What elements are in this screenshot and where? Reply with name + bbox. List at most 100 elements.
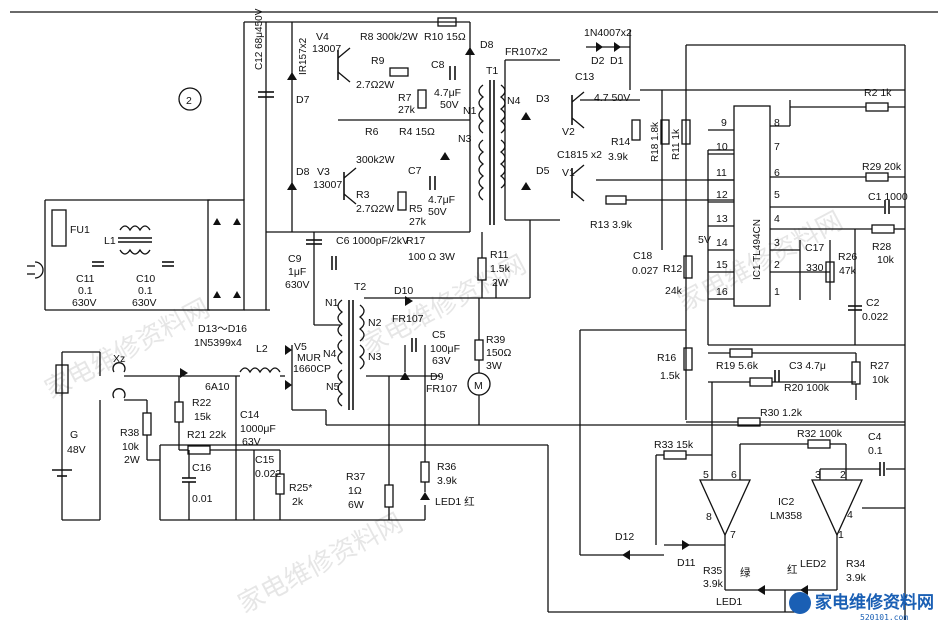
- c13-label: C13: [575, 71, 594, 83]
- svg-text:15k: 15k: [194, 411, 212, 423]
- led1-red-label: LED1 红: [435, 495, 475, 508]
- r35-label: R35: [703, 565, 722, 577]
- v3-label: V3: [317, 166, 330, 178]
- svg-text:FR107: FR107: [426, 383, 458, 395]
- svg-text:2: 2: [840, 469, 846, 481]
- svg-text:V1: V1: [562, 167, 575, 179]
- svg-text:1Ω: 1Ω: [348, 485, 362, 497]
- c2-label: C2: [866, 297, 880, 309]
- led1-green-label: LED1: [716, 596, 742, 608]
- svg-text:0.1: 0.1: [78, 285, 93, 297]
- r12-label: R12: [663, 263, 682, 275]
- svg-text:V2: V2: [562, 126, 575, 138]
- c5-label: C5: [432, 329, 446, 341]
- c15-label: C15: [255, 454, 274, 466]
- svg-text:1: 1: [838, 529, 844, 541]
- v4-label: V4: [316, 31, 329, 43]
- svg-text:1000μF: 1000μF: [240, 423, 276, 435]
- fr107x2-label: FR107x2: [505, 46, 548, 58]
- r20-label: R20 100k: [784, 382, 830, 394]
- ic1-pin-label: 15: [716, 259, 728, 271]
- r22-label: R22: [192, 397, 211, 409]
- r13-label: R13 3.9k: [590, 219, 633, 231]
- svg-text:0.027: 0.027: [632, 265, 658, 277]
- bridge-rectifier: [207, 199, 245, 311]
- r27-label: R27: [870, 360, 889, 372]
- c16-label: C16: [192, 462, 211, 474]
- svg-text:3.9k: 3.9k: [846, 572, 867, 584]
- svg-text:2k: 2k: [292, 496, 304, 508]
- wiring: [62, 22, 906, 620]
- r4-label: R4 15Ω: [399, 126, 435, 138]
- svg-text:3.9k: 3.9k: [703, 578, 724, 590]
- opamp-a: [698, 479, 752, 537]
- svg-text:5: 5: [703, 469, 709, 481]
- r28-label: R28: [872, 241, 891, 253]
- svg-text:N4: N4: [507, 95, 521, 107]
- r16-label: R16: [657, 352, 676, 364]
- svg-text:630V: 630V: [285, 279, 310, 291]
- svg-text:M: M: [474, 380, 483, 392]
- svg-text:10k: 10k: [122, 441, 140, 453]
- fu1-label: FU1: [70, 224, 90, 236]
- svg-text:150Ω: 150Ω: [486, 347, 512, 359]
- xz-connector-label: Xz: [113, 353, 125, 365]
- r10-label: R10 15Ω: [424, 31, 466, 43]
- svg-text:D8: D8: [480, 39, 494, 51]
- ic1-pin-label: 1: [774, 286, 780, 298]
- r17-label: R17: [406, 235, 425, 247]
- 1n4007-label: 1N4007x2: [584, 27, 632, 39]
- svg-text:8: 8: [706, 511, 712, 523]
- r32-label: R32 100k: [797, 428, 843, 440]
- driver-transistors: V2 V1 C1815 x2 1N4007x2 D2 D1 C13 4.7 50…: [557, 27, 691, 231]
- svg-text:13007: 13007: [312, 43, 341, 55]
- t1-transformer: T1 N1 N3 N4 FR107x2 D3 D5: [458, 46, 550, 225]
- ic1-pin-label: 5: [774, 189, 780, 201]
- svg-text:红: 红: [787, 563, 798, 576]
- svg-text:0.022: 0.022: [862, 311, 888, 323]
- svg-text:330: 330: [806, 262, 824, 274]
- svg-text:300k2W: 300k2W: [356, 154, 395, 166]
- svg-text:1660CP: 1660CP: [293, 363, 331, 375]
- ic2-lm358: 5 6 8 7 3 2 4 1 IC2 LM358 R33 15k D12 D1…: [615, 439, 867, 608]
- r39-label: R39: [486, 334, 505, 346]
- svg-text:FR107: FR107: [392, 313, 424, 325]
- svg-text:0.022: 0.022: [255, 468, 281, 480]
- svg-text:10k: 10k: [872, 374, 890, 386]
- hv-bus: C12 68μ450V IR157x2 D7 D8: [243, 8, 470, 311]
- svg-text:D2: D2: [591, 55, 605, 67]
- r8-label: R8 300k/2W: [360, 31, 418, 43]
- svg-text:50V: 50V: [440, 99, 459, 111]
- svg-text:7: 7: [730, 529, 736, 541]
- mains-input-section: FU1 L1 C11 0.1 630V C10 0.1 630V D13～D16…: [27, 199, 247, 349]
- d7-d8-label: IR157x2: [298, 37, 309, 75]
- logo-url: 520101.com: [860, 613, 908, 622]
- svg-text:47k: 47k: [839, 265, 857, 277]
- r6-label: R6: [365, 126, 379, 138]
- svg-text:1.5k: 1.5k: [490, 263, 511, 275]
- opamp-b: [810, 479, 864, 537]
- svg-text:3.9k: 3.9k: [437, 475, 458, 487]
- c14-label: C14: [240, 409, 259, 421]
- ic1-body: [733, 105, 771, 307]
- d9-label: D9: [430, 371, 444, 383]
- svg-text:N3: N3: [368, 351, 382, 363]
- t2-section: C9 1μF 630V C6 1000pF/2kV R17 100 Ω 3W R…: [239, 235, 512, 511]
- svg-text:D7: D7: [296, 94, 310, 106]
- svg-text:10k: 10k: [877, 254, 895, 266]
- d11-label: D11: [677, 557, 696, 569]
- led2-label: LED2: [800, 558, 826, 570]
- r34-label: R34: [846, 558, 865, 570]
- r26-label: R26: [838, 251, 857, 263]
- ic1-pin-label: 8: [774, 117, 780, 129]
- t1-label: T1: [486, 65, 498, 77]
- r33-label: R33 15k: [654, 439, 694, 451]
- r37-label: R37: [346, 471, 365, 483]
- plug-symbol: [34, 261, 44, 279]
- r11-label: R11: [490, 249, 509, 261]
- svg-text:2W: 2W: [124, 454, 140, 466]
- ic1-pin-label: 14: [716, 237, 728, 249]
- svg-text:63V: 63V: [432, 355, 451, 367]
- c17-label: C17: [805, 242, 824, 254]
